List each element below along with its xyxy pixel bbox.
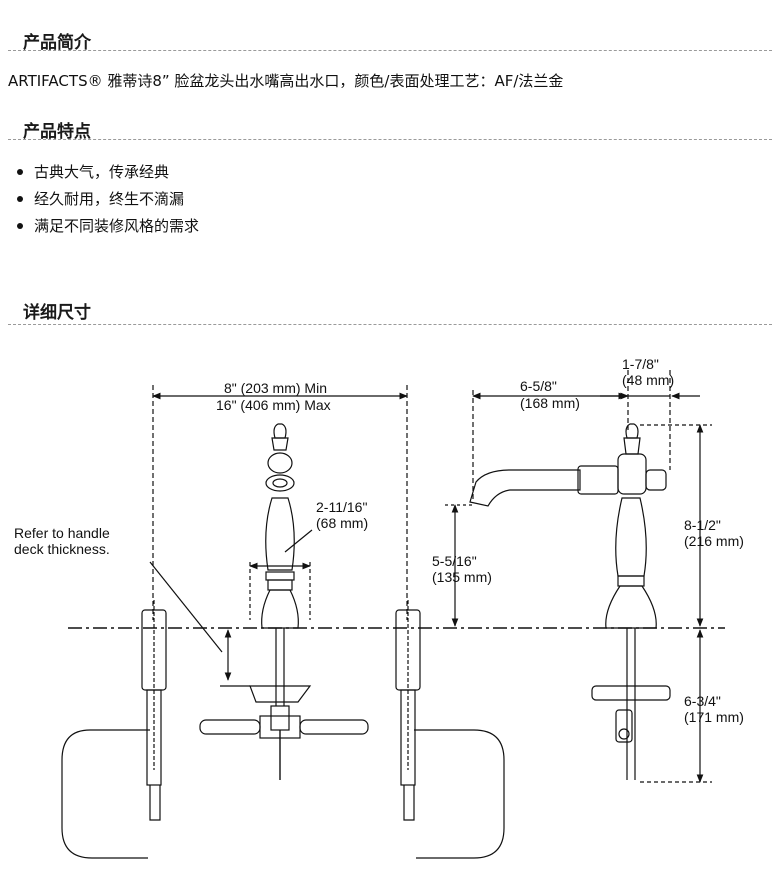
intro-heading: 产品简介 [23, 33, 91, 53]
feature-text: 经久耐用，终生不滴漏 [34, 190, 185, 208]
features-heading: 产品特点 [23, 122, 91, 142]
below-deck-label: 6-3/4" [684, 693, 721, 709]
spout-height-mm-label: (135 mm) [432, 569, 492, 585]
overall-height-label: 8-1/2" [684, 517, 721, 533]
handle-width-mm-label: (68 mm) [316, 515, 368, 531]
handle-note-line1: Refer to handle [14, 525, 110, 541]
feature-text: 满足不同装修风格的需求 [34, 217, 200, 235]
bullet-icon [17, 223, 23, 229]
left-valve [141, 600, 167, 821]
section-divider [8, 139, 772, 140]
spread-max-label: 16" (406 mm) Max [216, 397, 331, 413]
mixing-tee [199, 715, 369, 739]
front-faucet [249, 423, 312, 780]
feature-list: 古典大气，传承经典 经久耐用，终生不滴漏 满足不同装修风格的需求 [14, 160, 199, 241]
spout-reach-mm-label: (168 mm) [520, 395, 580, 411]
spread-min-label: 8" (203 mm) Min [224, 380, 327, 396]
dimensions-heading: 详细尺寸 [23, 303, 91, 323]
handle-width-label: 2-11/16" [316, 499, 367, 515]
below-deck-mm-label: (171 mm) [684, 709, 744, 725]
feature-item: 经久耐用，终生不滴漏 [14, 187, 199, 214]
side-faucet [469, 423, 671, 780]
handle-offset-mm-label: (48 mm) [622, 372, 674, 388]
supply-hose-right [414, 729, 505, 859]
product-intro-text: ARTIFACTS® 雅蒂诗8” 脸盆龙头出水嘴高出水口，颜色/表面处理工艺：A… [8, 72, 564, 90]
bullet-icon [17, 169, 23, 175]
spout-height-label: 5-5/16" [432, 553, 477, 569]
feature-item: 古典大气，传承经典 [14, 160, 199, 187]
bullet-icon [17, 196, 23, 202]
handle-offset-label: 1-7/8" [622, 356, 659, 372]
section-divider [8, 324, 772, 325]
supply-hose-left [61, 729, 150, 859]
feature-item: 满足不同装修风格的需求 [14, 214, 199, 241]
leader-line [284, 529, 313, 553]
spout-reach-label: 6-5/8" [520, 378, 557, 394]
handle-note-line2: deck thickness. [14, 541, 110, 557]
dimension-drawing: 8" (203 mm) Min 16" (406 mm) Max Refer t… [14, 356, 744, 859]
leader-line [149, 561, 223, 653]
section-divider [8, 50, 772, 51]
feature-text: 古典大气，传承经典 [34, 163, 170, 181]
overall-height-mm-label: (216 mm) [684, 533, 744, 549]
right-valve [395, 600, 421, 821]
